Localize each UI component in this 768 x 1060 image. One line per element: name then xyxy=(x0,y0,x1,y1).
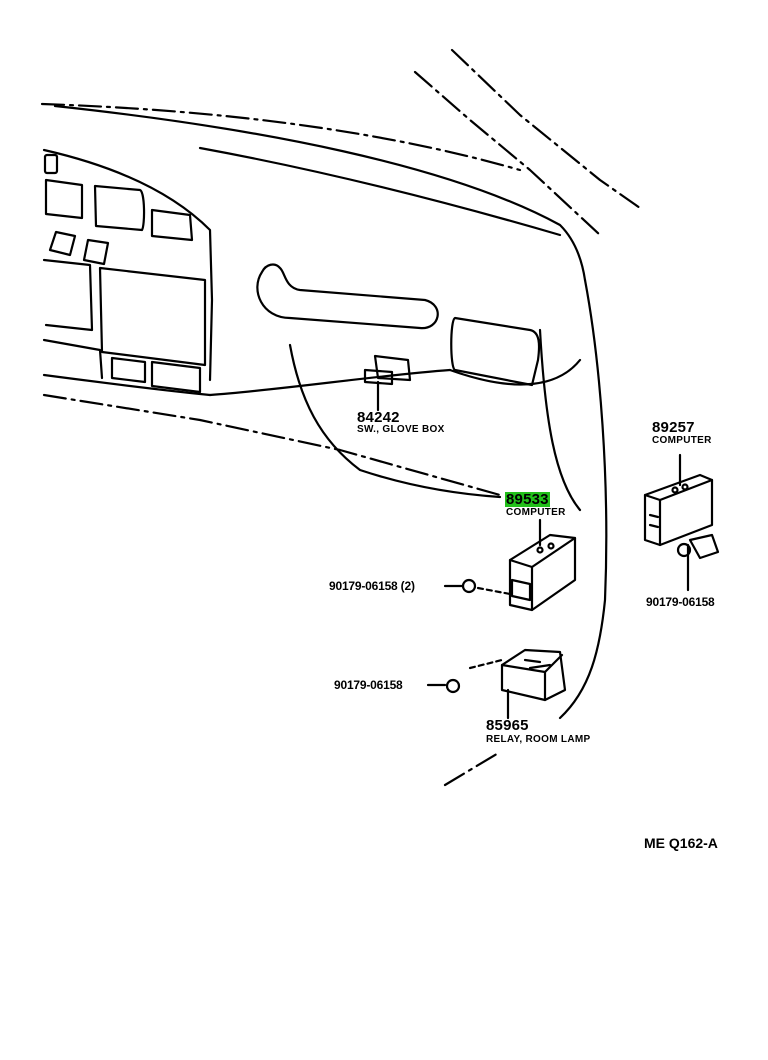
computer-side-part xyxy=(643,453,720,592)
callout-desc-computer-side: COMPUTER xyxy=(652,435,712,446)
computer-main-part xyxy=(476,518,577,612)
fastener-label-a[interactable]: 90179-06158 (2) xyxy=(329,579,415,593)
relay-part xyxy=(443,648,567,787)
callout-number-89257[interactable]: 89257 xyxy=(652,419,695,436)
fastener-label-c[interactable]: 90179-06158 xyxy=(646,595,715,609)
callout-desc-relay: RELAY, ROOM LAMP xyxy=(486,734,591,745)
dashboard-body xyxy=(42,104,608,720)
glovebox-switch-part xyxy=(363,354,412,412)
windshield-outline xyxy=(413,48,642,237)
callout-desc-computer-main: COMPUTER xyxy=(506,507,566,518)
callout-number-84242[interactable]: 84242 xyxy=(357,409,400,426)
fastener-label-b[interactable]: 90179-06158 xyxy=(334,678,403,692)
callout-desc-glovebox-switch: SW., GLOVE BOX xyxy=(357,424,445,435)
dashboard-top-outline xyxy=(40,102,522,497)
fastener-leaders xyxy=(426,542,692,694)
callout-number-89533[interactable]: 89533 xyxy=(505,491,550,508)
callout-number-85965[interactable]: 85965 xyxy=(486,717,529,734)
drawing-code: ME Q162-A xyxy=(644,835,718,851)
